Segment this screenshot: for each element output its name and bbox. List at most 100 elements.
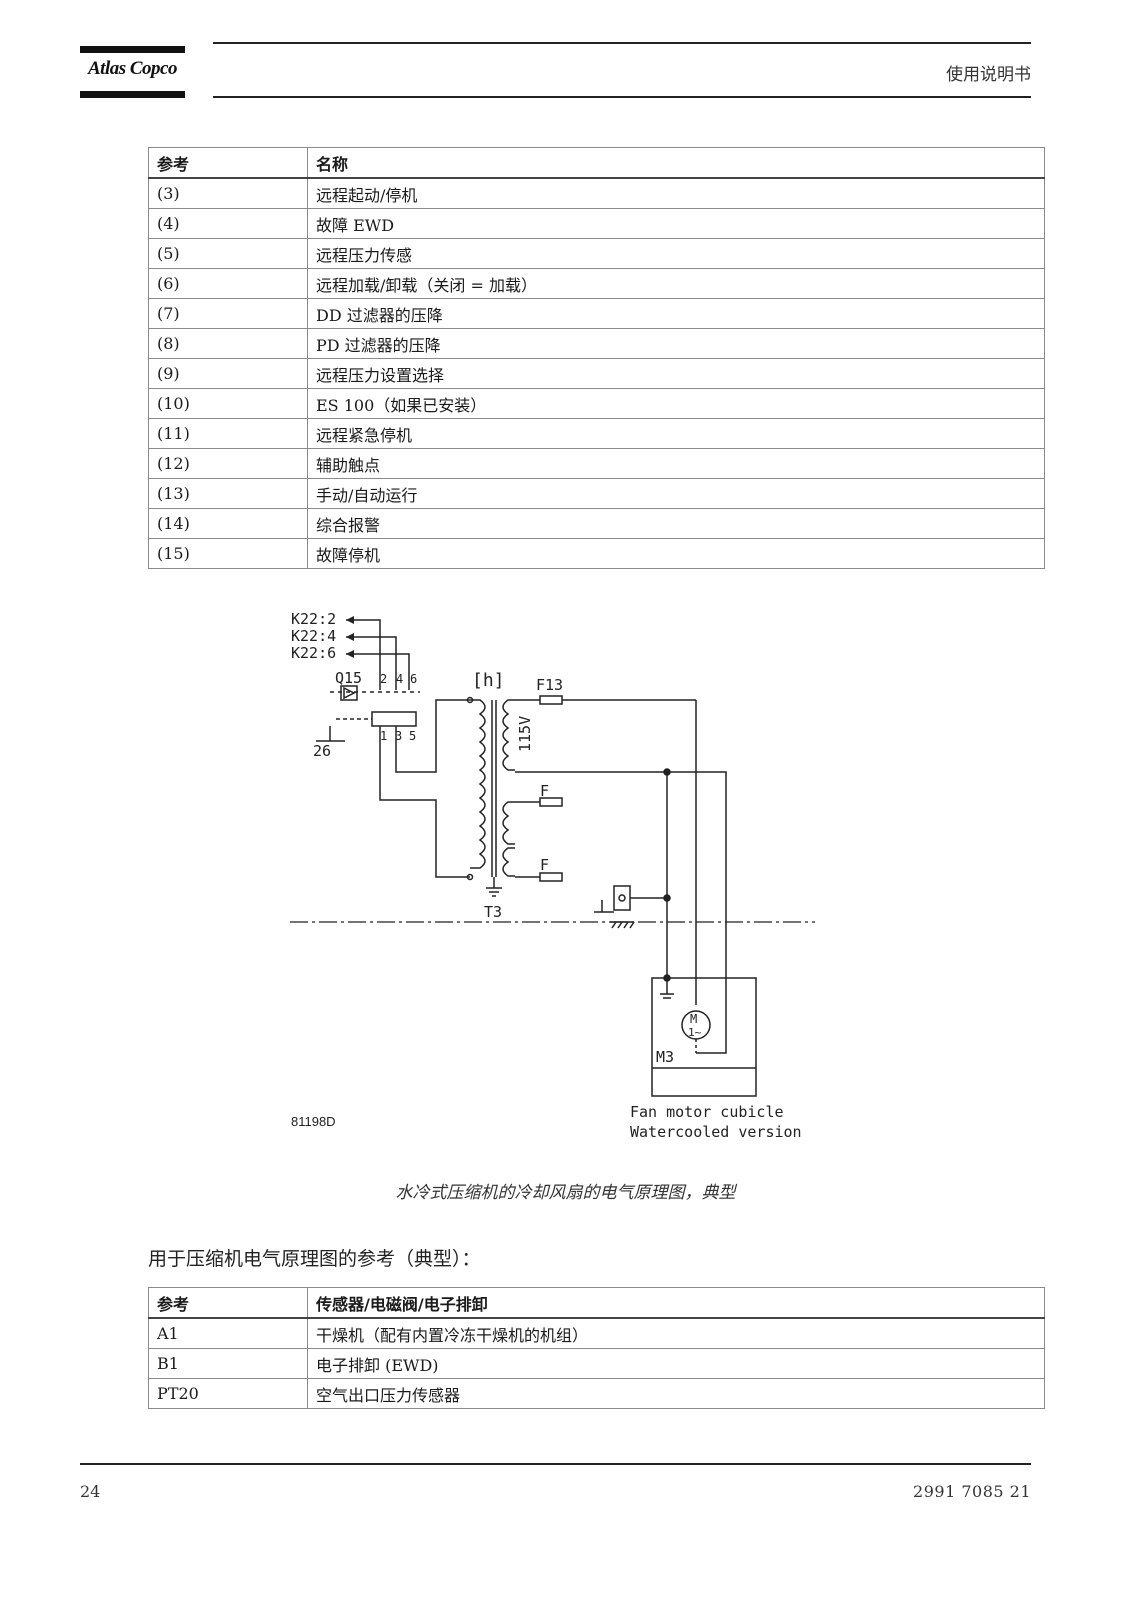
ref-cell: (9) xyxy=(148,358,308,389)
label-motor-m: M xyxy=(690,1012,697,1026)
section-intro: 用于压缩机电气原理图的参考（典型）： xyxy=(148,1248,481,1270)
label-terminal-1: 1 xyxy=(380,729,387,743)
ref-cell: (6) xyxy=(148,268,308,299)
wire-115v-return xyxy=(515,771,727,1054)
name-cell: 故障 EWD xyxy=(307,208,1045,239)
table-row: (3)远程起动/停机 xyxy=(148,177,1045,209)
ground-terminal-box xyxy=(613,885,631,911)
ref-cell: (7) xyxy=(148,298,308,329)
label-k22-2: K22:2 xyxy=(291,610,336,628)
label-motor-phase: 1~ xyxy=(688,1026,702,1039)
breaker-diode-icon xyxy=(343,686,356,700)
arrow-k22-2 xyxy=(346,616,354,624)
ref-cell: (8) xyxy=(148,328,308,359)
name-cell: 故障停机 xyxy=(307,538,1045,569)
name-cell: PD 过滤器的压降 xyxy=(307,328,1045,359)
name-cell: DD 过滤器的压降 xyxy=(307,298,1045,329)
table-row: (13)手动/自动运行 xyxy=(148,478,1045,509)
ref-cell: (4) xyxy=(148,208,308,239)
label-t3: T3 xyxy=(484,903,502,921)
breaker-diode-box xyxy=(340,685,358,701)
label-terminal-6: 6 xyxy=(410,672,417,686)
hatch-lines xyxy=(611,921,635,929)
fan-wiring-diagram: K22:2 K22:4 K22:6 Q15 2 4 6 1 3 5 26 [h]… xyxy=(290,610,815,1141)
document-title: 使用说明书 xyxy=(946,65,1031,85)
header-rule-top xyxy=(213,42,1031,44)
logo-top-bar xyxy=(80,46,185,53)
footer-rule xyxy=(80,1463,1031,1465)
ref-cell: PT20 xyxy=(148,1378,308,1409)
ref-cell: (15) xyxy=(148,538,308,569)
wire-k22-2 xyxy=(346,619,381,690)
label-q15: Q15 xyxy=(335,669,362,687)
column-header-ref: 参考 xyxy=(148,147,308,179)
fuse-a xyxy=(539,797,563,807)
ground-terminal-screw xyxy=(618,894,626,902)
transformer-primary xyxy=(470,699,486,869)
label-f13: F13 xyxy=(536,676,563,694)
table-row: (8)PD 过滤器的压降 xyxy=(148,328,1045,359)
name-cell: 手动/自动运行 xyxy=(307,478,1045,509)
table-header-row: 参考 传感器/电磁阀/电子排卸 xyxy=(148,1287,1045,1319)
fuse-f13 xyxy=(539,695,563,705)
column-header-component: 传感器/电磁阀/电子排卸 xyxy=(307,1287,1045,1319)
fuse-b xyxy=(539,872,563,882)
label-h: [h] xyxy=(472,670,505,691)
name-cell: 远程加载/卸载（关闭 = 加载） xyxy=(307,268,1045,299)
wire-k22-4 xyxy=(346,636,397,690)
logo-bottom-bar xyxy=(80,91,185,98)
table-row: (14)综合报警 xyxy=(148,508,1045,539)
name-cell: 干燥机（配有内置冷冻干燥机的机组） xyxy=(307,1317,1045,1349)
name-cell: 辅助触点 xyxy=(307,448,1045,479)
name-cell: 空气出口压力传感器 xyxy=(307,1378,1045,1409)
label-k22-4: K22:4 xyxy=(291,627,336,645)
name-cell: 远程起动/停机 xyxy=(307,177,1045,209)
table-row: (5)远程压力传感 xyxy=(148,238,1045,269)
fan-cubicle-title: Fan motor cubicle xyxy=(630,1103,784,1121)
transformer-secondary-115v xyxy=(502,699,515,771)
column-header-ref: 参考 xyxy=(148,1287,308,1319)
arrow-k22-4 xyxy=(346,633,354,641)
label-k22-6: K22:6 xyxy=(291,644,336,662)
table-row: (10)ES 100（如果已安装） xyxy=(148,388,1045,419)
label-terminal-5: 5 xyxy=(409,729,416,743)
label-fuse-b: F xyxy=(540,856,549,874)
name-cell: ES 100（如果已安装） xyxy=(307,388,1045,419)
name-cell: 远程紧急停机 xyxy=(307,418,1045,449)
drawing-code: 81198D xyxy=(291,1114,336,1129)
ref-cell: A1 xyxy=(148,1317,308,1349)
table-row: (6)远程加载/卸载（关闭 = 加载） xyxy=(148,268,1045,299)
fan-cubicle-subtitle: Watercooled version xyxy=(630,1123,802,1141)
wire-l1 xyxy=(379,726,470,878)
ref-cell: (11) xyxy=(148,418,308,449)
label-terminal-2: 2 xyxy=(380,672,387,686)
label-terminal-4: 4 xyxy=(396,672,403,686)
atlas-copco-logo: Atlas Copco xyxy=(80,46,185,98)
breaker-body xyxy=(371,711,417,727)
fan-cubicle-box xyxy=(651,977,757,1097)
name-cell: 电子排卸 (EWD) xyxy=(307,1348,1045,1379)
node-prim-bot xyxy=(466,873,474,881)
table-row: (9)远程压力设置选择 xyxy=(148,358,1045,389)
table-row: (4)故障 EWD xyxy=(148,208,1045,239)
table-row: (12)辅助触点 xyxy=(148,448,1045,479)
ref-cell: (13) xyxy=(148,478,308,509)
ref-cell: B1 xyxy=(148,1348,308,1379)
wire-k22-6 xyxy=(346,653,410,690)
column-header-name: 名称 xyxy=(307,147,1045,179)
label-115v: 115V xyxy=(516,716,534,752)
logo-text: Atlas Copco xyxy=(88,58,177,79)
label-fuse-a: F xyxy=(540,782,549,800)
ref-cell: (10) xyxy=(148,388,308,419)
header-rule-bottom xyxy=(213,96,1031,98)
label-terminal-3: 3 xyxy=(395,729,402,743)
label-26: 26 xyxy=(313,742,331,760)
name-cell: 远程压力设置选择 xyxy=(307,358,1045,389)
name-cell: 综合报警 xyxy=(307,508,1045,539)
ref-cell: (14) xyxy=(148,508,308,539)
document-number: 2991 7085 21 xyxy=(913,1482,1031,1501)
